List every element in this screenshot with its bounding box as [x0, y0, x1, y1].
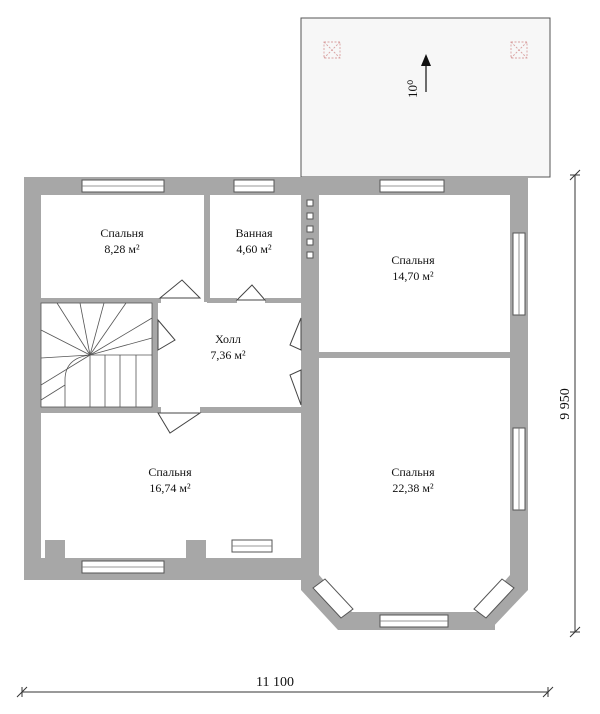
dimension-width-label: 11 100	[256, 675, 294, 690]
dimension-height: 9 950	[558, 169, 581, 638]
door-hall-top-left	[158, 279, 202, 299]
window-top-3	[379, 179, 445, 193]
window-bay-right	[473, 578, 515, 619]
interior-partitions	[41, 195, 510, 413]
door-hall-bottom-left	[157, 412, 202, 434]
drain-marker-left	[323, 41, 341, 59]
door-hall-right-bottom	[289, 369, 302, 406]
terrace-slab	[300, 17, 551, 178]
room-labels: Спальня 8,28 м² Ванная 4,60 м² Спальня 1…	[100, 226, 435, 495]
room-area-bedroom-se: 22,38 м²	[392, 481, 434, 495]
room-name-bedroom-sw: Спальня	[148, 465, 192, 479]
door-bath	[235, 284, 267, 301]
window-top-1	[81, 179, 165, 193]
room-area-bedroom-sw: 16,74 м²	[149, 481, 191, 495]
room-name-bedroom-nw: Спальня	[100, 226, 144, 240]
room-name-bathroom: Ванная	[235, 226, 273, 240]
window-right-2	[512, 427, 526, 511]
room-name-bedroom-se: Спальня	[391, 465, 435, 479]
room-area-hall: 7,36 м²	[210, 348, 246, 362]
room-area-bedroom-nw: 8,28 м²	[104, 242, 140, 256]
room-area-bedroom-ne: 14,70 м²	[392, 269, 434, 283]
staircase	[40, 302, 153, 408]
room-area-bathroom: 4,60 м²	[236, 242, 272, 256]
window-bottom-2	[231, 539, 273, 553]
room-name-hall: Холл	[215, 332, 241, 346]
window-top-2	[233, 179, 275, 193]
slope-label: 10⁰	[405, 80, 420, 98]
dimension-height-label: 9 950	[558, 388, 573, 420]
window-bay-left	[312, 578, 354, 619]
window-bottom-1	[81, 560, 165, 574]
window-right-1	[512, 232, 526, 316]
room-name-bedroom-ne: Спальня	[391, 253, 435, 267]
ventilation-column	[306, 199, 314, 259]
window-bay-bottom	[379, 614, 449, 628]
door-hall-left	[157, 318, 176, 351]
windows	[81, 179, 526, 628]
doors	[157, 279, 302, 434]
dimension-width: 11 100	[16, 675, 554, 698]
door-hall-right-top	[289, 317, 302, 351]
roof-terrace: 10⁰	[300, 17, 551, 178]
slope-arrow-icon	[421, 54, 431, 92]
drain-marker-right	[510, 41, 528, 59]
